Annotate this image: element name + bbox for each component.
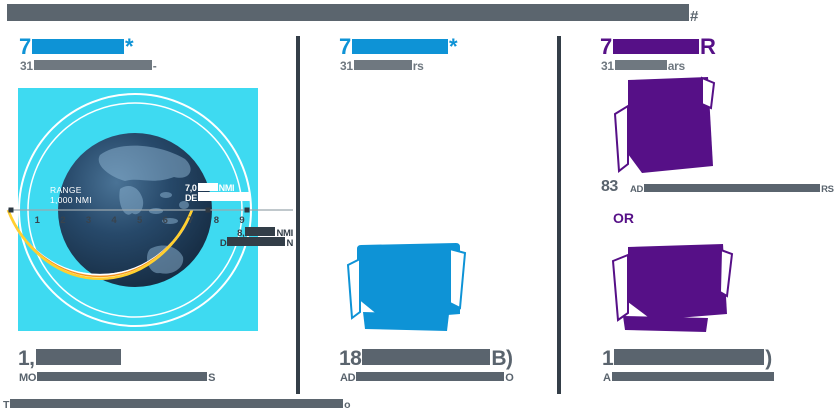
cargo-container-icon-blue (346, 243, 467, 331)
globe-range-chart (6, 88, 293, 331)
left-stat-value: 1, (18, 348, 122, 369)
axis-tick: 9 (239, 215, 245, 226)
right-stat-value: 1) (602, 347, 772, 370)
axis-tick: 8 (213, 215, 220, 226)
or-label: OR (613, 210, 634, 226)
mid-range-callout-line2: DE (185, 192, 251, 204)
axis-tick: 3 (85, 215, 92, 226)
axis-tick: 6 (162, 215, 168, 226)
container-count: 83 (601, 178, 618, 195)
axis-markers (8, 207, 250, 213)
column-divider-right (557, 36, 561, 394)
cargo-container-icon-purple-tall (613, 76, 716, 173)
range-label-line1: RANGE (50, 185, 82, 195)
axis-tick: 7 (188, 215, 194, 226)
middle-column-heading: 7* (339, 34, 458, 59)
far-range-callout-line1: 8,NMI (237, 227, 293, 239)
column-divider-left (296, 36, 300, 394)
right-stat-caption: A (603, 372, 775, 384)
axis-tick: 5 (137, 215, 143, 226)
range-arcs (6, 209, 194, 280)
axis-tick-labels: 1 2 3 4 5 6 7 8 9 (25, 215, 255, 226)
axis-tick: 1 (34, 215, 40, 226)
title-banner: # (6, 4, 698, 26)
left-column-subheading: 31- (20, 59, 157, 73)
left-column-heading: 7* (19, 34, 134, 59)
range-label-line2: 1,000 NMI (50, 195, 92, 205)
axis-tick: 2 (60, 215, 66, 226)
globe-landmasses (98, 145, 191, 274)
axis-tick: 4 (111, 215, 117, 226)
cargo-pallet-icon-purple-wide (611, 244, 734, 332)
